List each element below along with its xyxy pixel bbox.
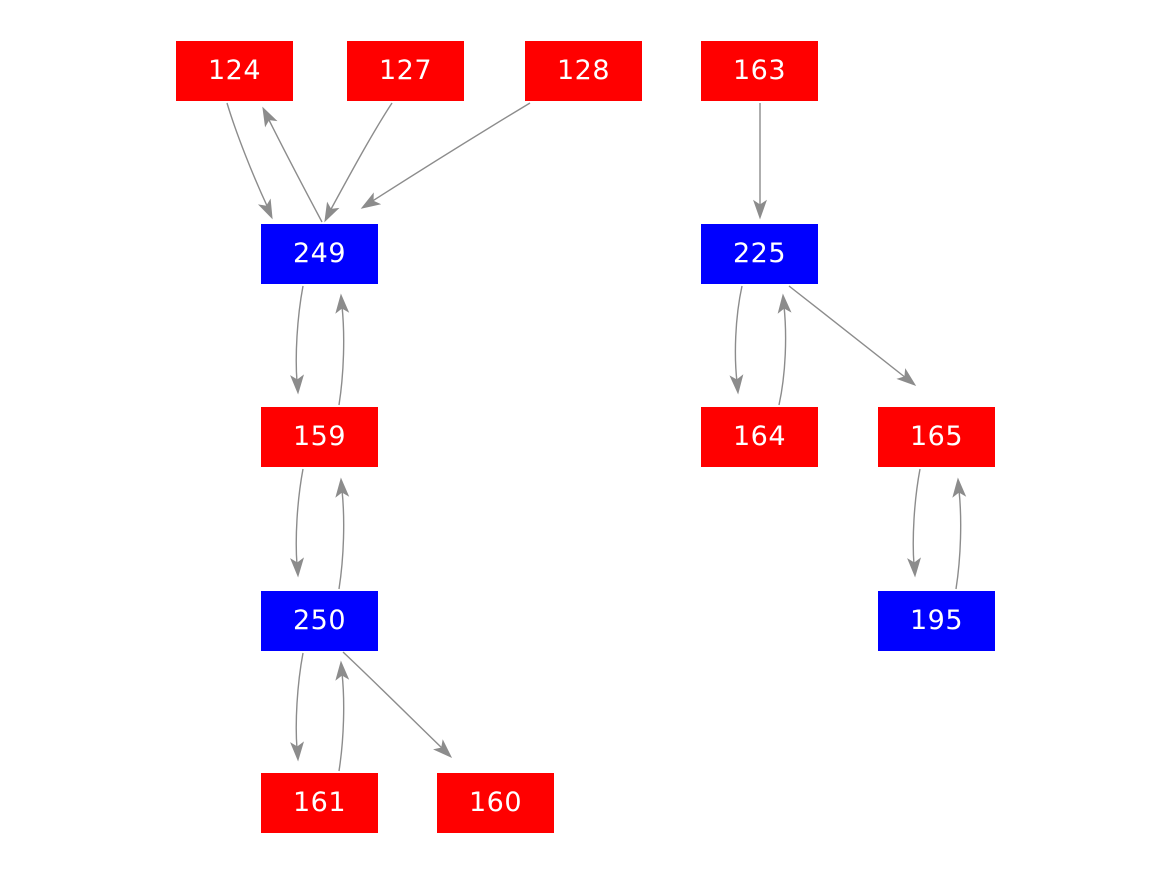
edge-164-to-225 xyxy=(778,305,787,406)
graph-node-label: 165 xyxy=(909,421,964,452)
edge-249-to-124 xyxy=(267,117,323,223)
edge-161-to-250 xyxy=(338,672,345,772)
graph-node-249[interactable]: 249 xyxy=(261,224,378,284)
graph-node-label: 163 xyxy=(732,55,787,86)
graph-node-label: 195 xyxy=(909,605,964,636)
graph-node-label: 159 xyxy=(292,421,347,452)
edge-164-to-225-arrowhead xyxy=(777,293,792,314)
graph-node-195[interactable]: 195 xyxy=(878,591,995,651)
edge-159-to-249-arrowhead xyxy=(335,293,350,314)
edge-250-to-160-arrowhead xyxy=(433,739,453,759)
edge-159-to-250 xyxy=(295,468,304,566)
edge-250-to-160 xyxy=(342,651,444,750)
graph-node-161[interactable]: 161 xyxy=(261,773,378,833)
edge-165-to-195-arrowhead xyxy=(907,557,922,578)
graph-node-127[interactable]: 127 xyxy=(347,41,464,101)
edge-127-to-249 xyxy=(329,102,393,212)
edge-128-to-249-arrowhead xyxy=(360,192,382,209)
edge-124-to-249 xyxy=(226,102,269,209)
graph-node-163[interactable]: 163 xyxy=(701,41,818,101)
edge-124-to-249-arrowhead xyxy=(257,198,273,220)
graph-node-label: 225 xyxy=(732,238,787,269)
graph-node-165[interactable]: 165 xyxy=(878,407,995,467)
edge-161-to-250-arrowhead xyxy=(335,660,350,681)
edge-250-to-161-arrowhead xyxy=(290,741,305,762)
graph-node-164[interactable]: 164 xyxy=(701,407,818,467)
graph-node-label: 161 xyxy=(292,787,347,818)
edge-163-to-225-arrowhead xyxy=(753,199,767,220)
graph-node-250[interactable]: 250 xyxy=(261,591,378,651)
graph-node-label: 127 xyxy=(378,55,433,86)
edge-159-to-250-arrowhead xyxy=(290,557,305,578)
graph-node-124[interactable]: 124 xyxy=(176,41,293,101)
edge-225-to-164 xyxy=(734,285,743,383)
edge-195-to-165-arrowhead xyxy=(952,477,967,498)
graph-node-label: 249 xyxy=(292,238,347,269)
edge-249-to-159 xyxy=(295,285,304,383)
graph-node-label: 160 xyxy=(468,787,523,818)
graph-node-label: 250 xyxy=(292,605,347,636)
graph-node-label: 124 xyxy=(207,55,262,86)
edge-249-to-124-arrowhead xyxy=(262,106,278,128)
edge-165-to-195 xyxy=(912,468,921,566)
edge-128-to-249 xyxy=(370,102,531,203)
graph-node-160[interactable]: 160 xyxy=(437,773,554,833)
graph-node-159[interactable]: 159 xyxy=(261,407,378,467)
edge-250-to-161 xyxy=(295,652,304,750)
edge-225-to-164-arrowhead xyxy=(729,374,744,395)
edge-225-to-165 xyxy=(788,285,907,379)
edge-159-to-249 xyxy=(338,305,345,406)
edge-127-to-249-arrowhead xyxy=(324,201,340,223)
edge-250-to-159-arrowhead xyxy=(335,477,350,498)
graph-node-label: 164 xyxy=(732,421,787,452)
edge-249-to-159-arrowhead xyxy=(290,374,305,395)
graph-node-128[interactable]: 128 xyxy=(525,41,642,101)
graph-node-225[interactable]: 225 xyxy=(701,224,818,284)
edge-250-to-159 xyxy=(338,489,345,590)
graph-node-label: 128 xyxy=(556,55,611,86)
edge-225-to-165-arrowhead xyxy=(896,368,917,386)
edge-195-to-165 xyxy=(955,489,962,590)
